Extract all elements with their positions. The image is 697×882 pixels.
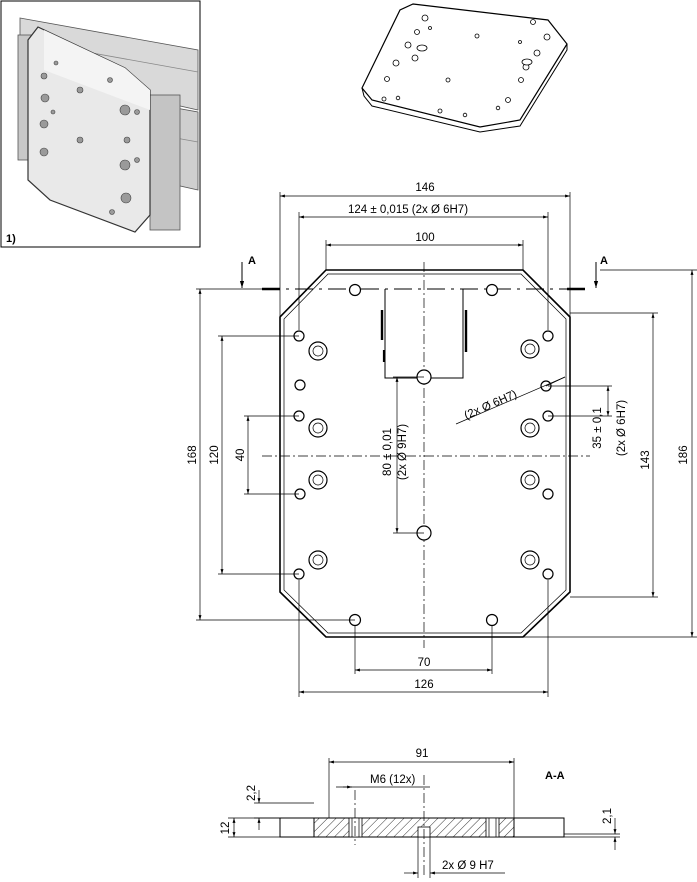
dim-right-small: 35 ± 0,1 [592,407,604,448]
dim-center-vertical-note: (2x Ø 9H7) [397,424,409,480]
section-marker-left: A [248,255,256,267]
dim-section-top: 91 [416,748,429,760]
thread-note: M6 (12x) [370,774,416,786]
dim-inner-height: 120 [209,445,221,464]
section-marker-right: A [600,255,608,267]
dim-section-right-small: 2,1 [602,808,614,824]
section-label: A-A [545,770,565,782]
plan-holes [293,283,554,627]
dim-right-small-note: (2x Ø 6H7) [616,400,628,456]
plate-outline [279,269,571,638]
section-view: 91 M6 (12x) A-A 2,2 12 2,1 2x Ø 9 H7 [220,748,620,878]
dim-section-left-small: 2,2 [246,785,258,801]
dim-center-vertical: 80 ± 0,01 [382,428,394,476]
plan-view: A A 1 [187,182,697,697]
dim-left-height: 168 [187,445,199,464]
dim-overall-width: 146 [415,182,434,194]
diag-hole-note: (2x Ø 6H7) [463,388,519,422]
dim-pin-spacing: 124 ± 0,015 (2x Ø 6H7) [348,204,468,216]
isometric-view [361,3,568,133]
dim-bottom-inner: 70 [418,657,431,669]
dim-bottom-overall: 126 [414,679,433,691]
dim-right-overall: 186 [678,445,690,464]
inset-label: 1) [6,233,16,245]
dim-right-inner: 143 [640,450,652,469]
dim-section-thickness: 12 [220,822,232,835]
product-illustration: 1) [0,0,201,248]
section-bottom-note: 2x Ø 9 H7 [442,860,494,872]
dim-top-slot: 100 [415,232,434,244]
dim-inner-small: 40 [235,449,247,462]
